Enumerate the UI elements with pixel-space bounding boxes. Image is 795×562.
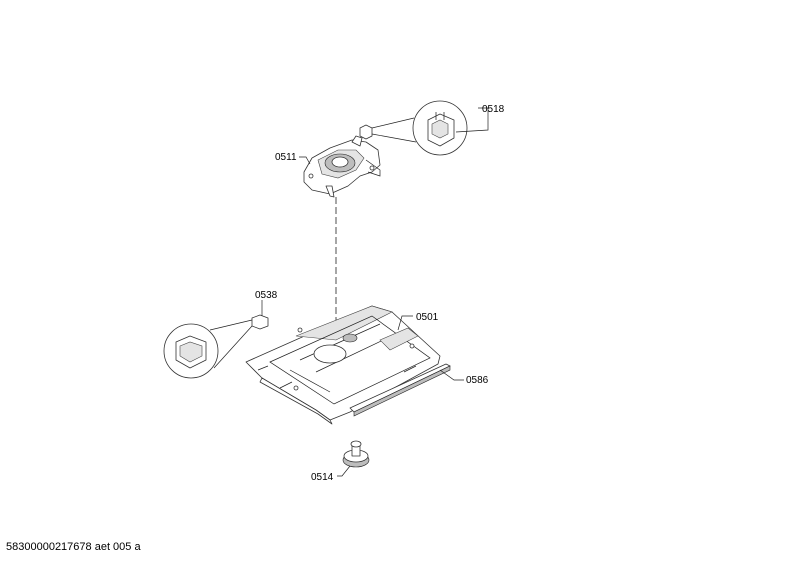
- bracket-0518[interactable]: [359, 100, 468, 156]
- seal-strip[interactable]: [349, 363, 451, 417]
- label-0501: 0501: [416, 312, 439, 323]
- base-plate[interactable]: [245, 305, 441, 425]
- fan-motor-assembly[interactable]: [303, 135, 381, 198]
- bracket-0538[interactable]: [163, 314, 269, 379]
- foot-0514[interactable]: [342, 440, 370, 468]
- label-0586: 0586: [466, 375, 489, 386]
- drawing-number: 58300000217678 aet 005 a: [6, 541, 141, 553]
- label-0518: 0518: [482, 104, 505, 115]
- label-0538: 0538: [255, 290, 278, 301]
- label-0511: 0511: [275, 152, 297, 163]
- leader-lines: [261, 107, 489, 477]
- label-0514: 0514: [311, 472, 334, 483]
